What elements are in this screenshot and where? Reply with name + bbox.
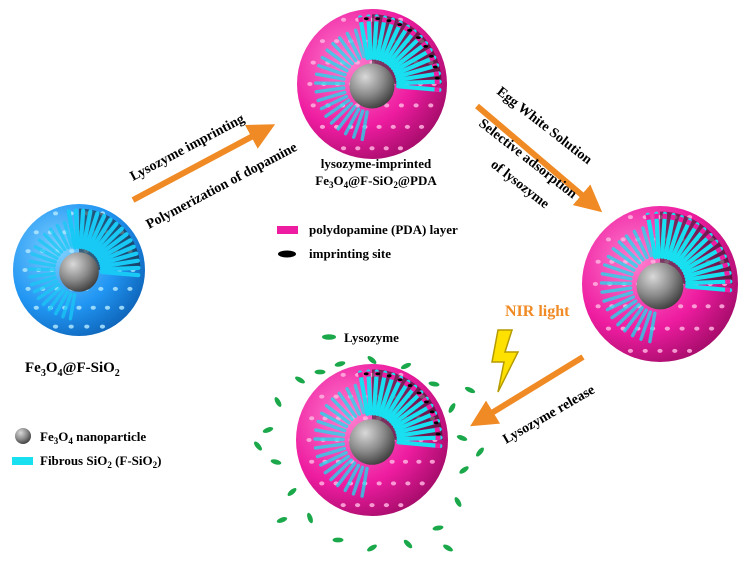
lysozyme-molecule-icon [400, 362, 412, 370]
legend-center: polydopamine (PDA) layer imprinting site [277, 222, 458, 261]
black-ellipse-icon [278, 250, 296, 258]
lightning-bolt-icon [491, 329, 520, 393]
legend-fe3o4-label: Fe3O4 nanoparticle [40, 429, 146, 446]
step2-label-line1: Egg White Solution [494, 84, 595, 168]
lysozyme-molecule-icon [276, 517, 288, 523]
legend-fsio2-label: Fibrous SiO2 (F-SiO2) [40, 453, 161, 470]
lysozyme-molecule-icon [454, 497, 462, 507]
arrow-step1 [131, 124, 276, 203]
magenta-bar-icon [277, 226, 298, 234]
lysozyme-molecule-icon [254, 441, 262, 451]
legend-left: Fe3O4 nanoparticle Fibrous SiO2 (F-SiO2) [12, 428, 161, 470]
released-particle [296, 364, 448, 516]
lysozyme-molecule-icon [270, 459, 282, 465]
lysozyme-molecule-icon [432, 525, 444, 531]
lysozyme-molecule-icon [262, 427, 274, 433]
lysozyme-molecule-icon [367, 544, 377, 552]
lysozyme-molecule-icon [334, 361, 346, 367]
lysozyme-molecule-icon [428, 381, 440, 387]
arrow-step2 [475, 103, 603, 213]
arrow-step3 [470, 354, 585, 427]
imprinted-label-line1: lysozyme-imprinted [321, 156, 432, 171]
imprinted-label-line2: Fe3O4@F-SiO2@PDA [315, 173, 437, 190]
lysozyme-molecule-icon [332, 537, 344, 543]
lysozyme-molecule-icon [456, 435, 468, 441]
lysozyme-molecule-icon [459, 466, 469, 474]
lysozyme-molecule-icon [367, 356, 377, 364]
lysozyme-molecule-icon [307, 512, 313, 524]
lysozyme-molecule-icon [274, 397, 282, 407]
step3-label: Lysozyme release [501, 383, 598, 448]
legend-lysozyme-label: Lysozyme [344, 330, 399, 345]
fe3o4-fsio2-particle [13, 204, 145, 336]
gray-sphere-icon [15, 428, 31, 444]
cyan-bar-icon [12, 457, 33, 465]
lysozyme-molecule-icon [287, 488, 297, 496]
lysozyme-molecule-icon [448, 403, 456, 413]
legend-pda-label: polydopamine (PDA) layer [309, 222, 458, 237]
start-particle-label: Fe3O4@F-SiO2 [25, 360, 120, 379]
nir-light-label: NIR light [505, 303, 570, 320]
lysozyme-molecule-icon [314, 369, 326, 375]
lysozyme-molecule-icon [443, 544, 453, 552]
legend-lysozyme: Lysozyme [322, 330, 399, 345]
lysozyme-molecule-icon [403, 539, 413, 549]
lysozyme-molecule-icon [464, 386, 476, 394]
lysozyme-scatter [254, 356, 484, 552]
lysozyme-molecule-icon [295, 376, 305, 384]
legend-imprinting-label: imprinting site [309, 246, 391, 261]
imprinted-particle [297, 9, 447, 159]
green-ellipse-icon [322, 334, 336, 340]
adsorbed-particle [582, 206, 738, 362]
lysozyme-molecule-icon [476, 447, 484, 457]
